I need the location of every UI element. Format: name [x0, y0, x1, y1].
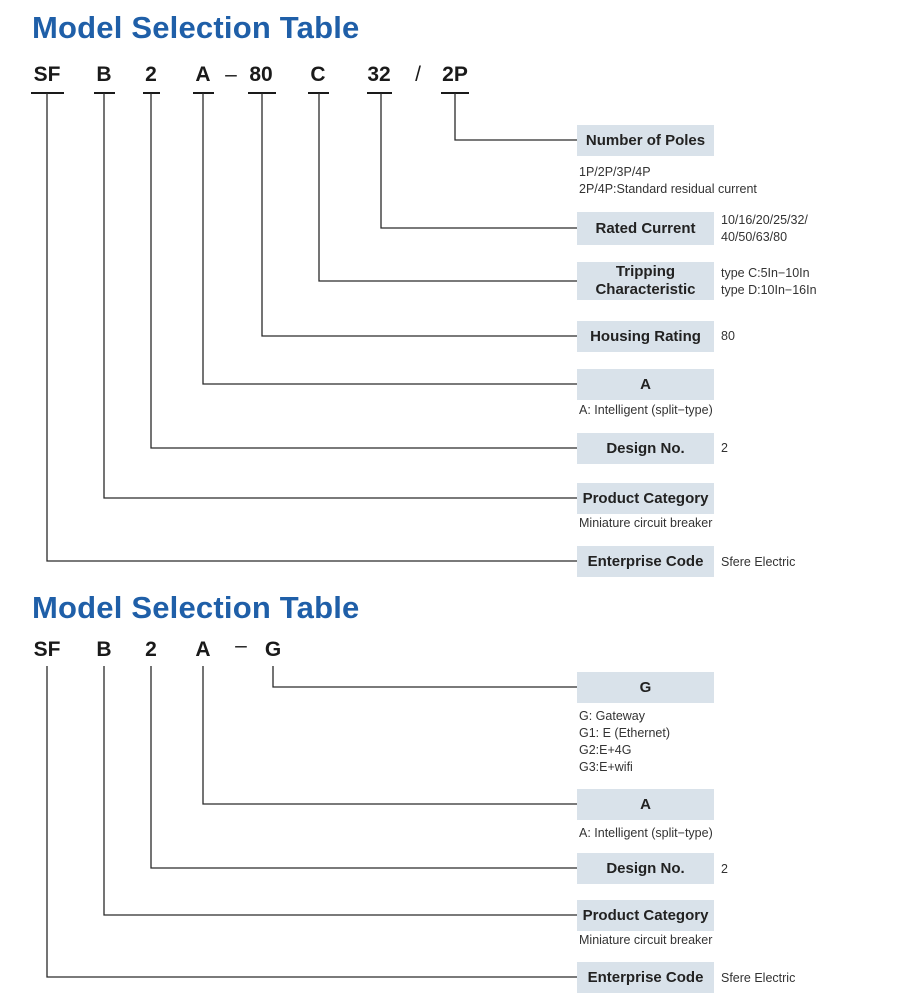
note-line: 1P/2P/3P/4P	[579, 165, 651, 179]
code-part-design: 2	[145, 638, 157, 661]
connector-design	[150, 666, 577, 869]
label-text: Housing Rating	[590, 327, 701, 345]
label-rated-current: Rated Current	[577, 212, 714, 245]
note-line: type C:5In−10In	[721, 266, 810, 280]
note-line: 2	[721, 441, 728, 455]
code-dash: –	[225, 63, 237, 86]
code-part-housing: 80	[249, 63, 273, 86]
connector-a	[202, 93, 577, 385]
connector-poles	[454, 93, 577, 141]
note-product-category: Miniature circuit breaker	[579, 932, 712, 949]
note-line: Miniature circuit breaker	[579, 516, 713, 530]
label-number-of-poles: Number of Poles	[577, 125, 714, 156]
code-part-poles: 2P	[442, 63, 468, 86]
note-tripping-characteristic: type C:5In−10In type D:10In−16In	[721, 265, 817, 299]
label-text: Enterprise Code	[587, 968, 704, 986]
note-line: 2	[721, 862, 728, 876]
note-line: 80	[721, 329, 735, 343]
note-line: A: Intelligent (split−type)	[579, 826, 713, 840]
code-part-a: A	[195, 638, 211, 661]
code-underline	[367, 92, 392, 94]
note-line: 40/50/63/80	[721, 230, 788, 244]
label-text: Rated Current	[595, 219, 696, 237]
note-line: G1: E (Ethernet)	[579, 726, 671, 740]
connector-tripping	[318, 93, 577, 282]
note-rated-current: 10/16/20/25/32/ 40/50/63/80	[721, 212, 808, 246]
label-text: A	[640, 795, 651, 813]
label-text: Number of Poles	[585, 131, 706, 149]
label-text: Enterprise Code	[587, 552, 704, 570]
code-part-g: G	[264, 638, 282, 661]
label-text: Tripping	[615, 263, 676, 280]
connector-design	[150, 93, 577, 449]
connector-current	[380, 93, 577, 229]
label-text: G	[639, 678, 652, 696]
connector-lines	[46, 93, 577, 562]
connector-category	[103, 666, 577, 916]
code-part-category: B	[96, 638, 112, 661]
label-text: Product Category	[582, 906, 709, 924]
code-part-enterprise: SF	[33, 638, 61, 661]
connector-g	[272, 666, 577, 688]
label-design-no: Design No.	[577, 433, 714, 464]
section-title: Model Selection Table	[32, 10, 360, 45]
label-design-no: Design No.	[577, 853, 714, 884]
label-text: Design No.	[606, 439, 685, 457]
note-line: Sfere Electric	[721, 555, 796, 569]
code-dash: –	[235, 634, 247, 657]
note-design-no: 2	[721, 440, 728, 457]
model-selection-section-2: Model Selection Table SF B 2 A – G G G: …	[0, 580, 900, 994]
code-part-enterprise: SF	[33, 63, 61, 86]
code-part-design: 2	[145, 63, 157, 86]
note-line: A: Intelligent (split−type)	[579, 403, 713, 417]
label-enterprise-code: Enterprise Code	[577, 546, 714, 577]
connector-lines	[46, 666, 577, 978]
label-g: G	[577, 672, 714, 703]
label-text: Product Category	[582, 489, 709, 507]
label-tripping-characteristic: Tripping Characteristic	[577, 262, 714, 300]
model-selection-section-1: Model Selection Table SF B 2 A – 80 C 32…	[31, 10, 817, 577]
note-product-category: Miniature circuit breaker	[579, 515, 712, 532]
label-housing-rating: Housing Rating	[577, 321, 714, 352]
code-part-category: B	[96, 63, 112, 86]
code-part-tripping: C	[310, 63, 326, 86]
note-line: G3:E+wifi	[579, 760, 633, 774]
note-line: G2:E+4G	[579, 743, 632, 757]
label-a: A	[577, 789, 714, 820]
code-slash: /	[415, 63, 421, 86]
note-line: G: Gateway	[579, 709, 645, 723]
code-part-a: A	[195, 63, 211, 86]
label-a: A	[577, 369, 714, 400]
label-product-category: Product Category	[577, 900, 714, 931]
label-product-category: Product Category	[577, 483, 714, 514]
note-housing-rating: 80	[721, 328, 735, 345]
note-g: G: Gateway G1: E (Ethernet) G2:E+4G G3:E…	[579, 708, 670, 776]
label-text: Design No.	[606, 859, 685, 877]
note-a: A: Intelligent (split−type)	[579, 825, 713, 842]
note-line: type D:10In−16In	[721, 283, 817, 297]
connector-enterprise	[46, 93, 577, 562]
code-part-current: 32	[367, 63, 391, 86]
connector-enterprise	[46, 666, 577, 978]
note-line: Sfere Electric	[721, 971, 796, 985]
note-enterprise-code: Sfere Electric	[721, 970, 795, 987]
note-a: A: Intelligent (split−type)	[579, 402, 713, 419]
label-text: A	[640, 375, 651, 393]
label-enterprise-code: Enterprise Code	[577, 962, 714, 993]
connector-a	[202, 666, 577, 805]
connector-housing	[261, 93, 577, 337]
note-enterprise-code: Sfere Electric	[721, 554, 795, 571]
note-design-no: 2	[721, 861, 728, 878]
note-line: 2P/4P:Standard residual current	[579, 182, 757, 196]
note-number-of-poles: 1P/2P/3P/4P 2P/4P:Standard residual curr…	[579, 164, 757, 198]
connector-category	[103, 93, 577, 499]
note-line: Miniature circuit breaker	[579, 933, 713, 947]
label-text: Characteristic	[595, 281, 696, 298]
section-title: Model Selection Table	[32, 590, 360, 625]
note-line: 10/16/20/25/32/	[721, 213, 808, 227]
